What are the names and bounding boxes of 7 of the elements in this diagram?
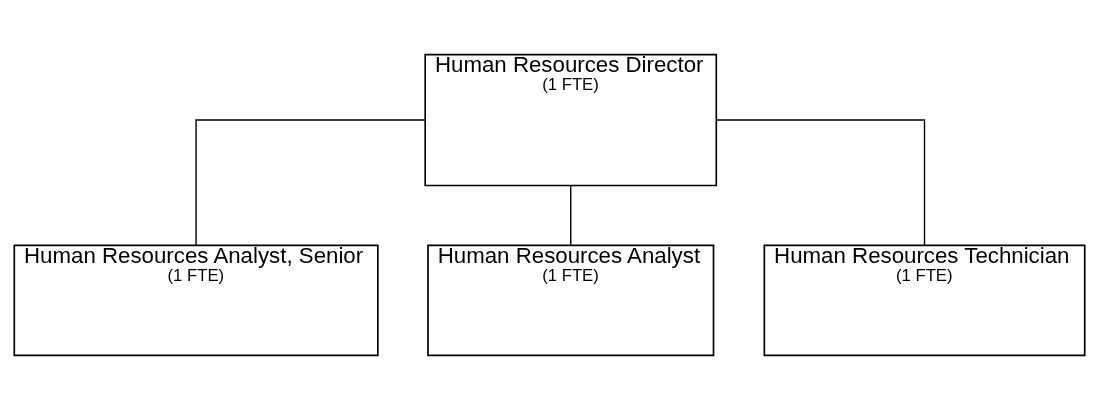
node-box: Human Resources Director (1 FTE) — [424, 53, 718, 187]
connector — [716, 119, 926, 246]
connector — [195, 119, 426, 246]
node-box: Human Resources Technician (1 FTE) — [763, 244, 1086, 357]
connector — [570, 184, 572, 246]
node-box: Human Resources Analyst (1 FTE) — [427, 244, 715, 357]
node-box: Human Resources Analyst, Senior (1 FTE) — [13, 244, 379, 357]
